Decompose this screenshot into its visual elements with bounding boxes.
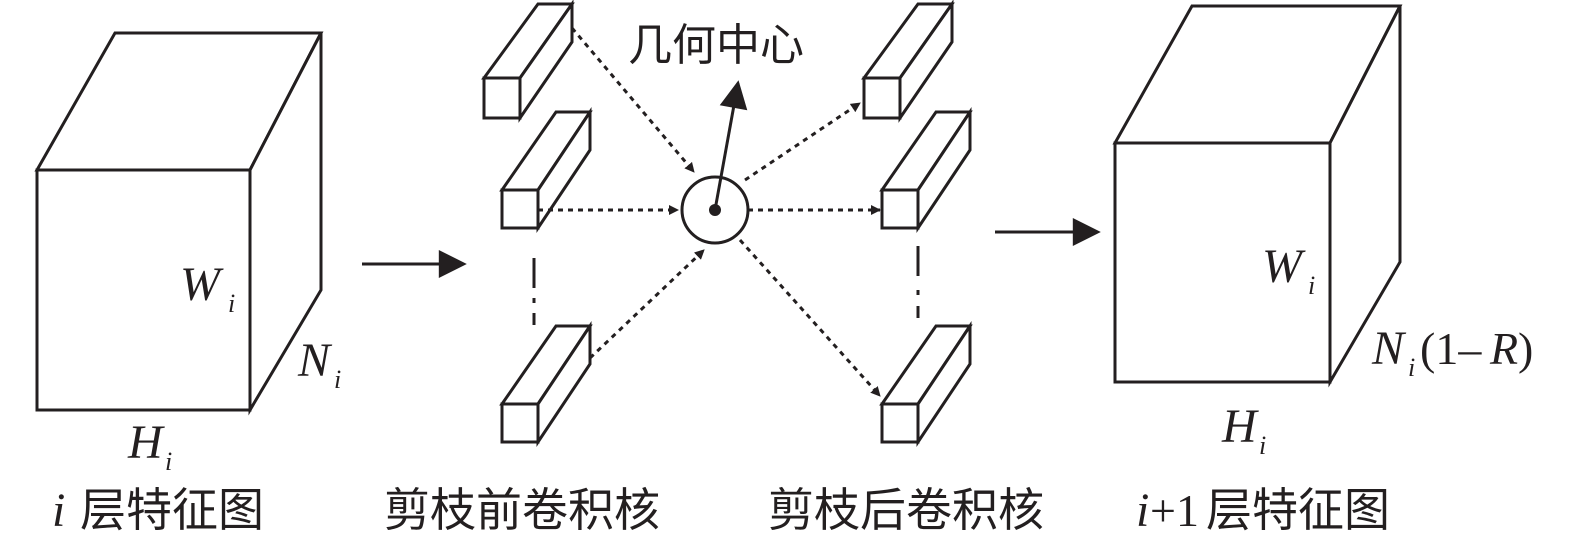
output-depth-label: N	[1371, 322, 1407, 375]
post-prune-kernel-bar	[879, 107, 973, 233]
input-feature-map-cube	[34, 31, 324, 416]
post-prune-kernel-bar	[861, 0, 955, 123]
output-height-subscript: i	[1259, 431, 1266, 460]
pre-prune-kernel-bar	[499, 321, 593, 447]
pre-prune-caption: 剪枝前卷积核	[384, 483, 660, 537]
output-caption-variable: i	[1136, 484, 1149, 537]
pre-prune-kernel-bar	[481, 0, 575, 123]
input-depth-label: N	[297, 334, 333, 387]
dotted-arrow-from-center	[744, 101, 861, 182]
input-height-label: H	[127, 416, 165, 469]
output-caption-plus: +1	[1150, 485, 1199, 536]
post-prune-kernel-bar	[879, 321, 973, 447]
output-caption-text: 层特征图	[1206, 483, 1390, 537]
output-depth-subscript: i	[1408, 353, 1415, 382]
post-prune-caption: 剪枝后卷积核	[768, 483, 1044, 537]
input-caption-variable: i	[52, 484, 65, 537]
input-width-subscript: i	[228, 289, 235, 318]
output-depth-ratio: R	[1489, 323, 1518, 374]
input-width-label: W	[180, 258, 224, 311]
dotted-arrow-to-center	[570, 27, 696, 173]
dotted-arrow-to-center	[588, 248, 706, 360]
dotted-arrow-from-center	[738, 238, 882, 398]
pre-prune-kernel-bar	[499, 107, 593, 233]
input-caption-text: 层特征图	[80, 483, 264, 537]
output-depth-suffix: (1–	[1420, 323, 1482, 374]
output-width-label: W	[1262, 240, 1306, 293]
center-pointer-arrow	[713, 80, 748, 211]
output-depth-close: )	[1518, 323, 1533, 374]
input-depth-subscript: i	[334, 365, 341, 394]
output-feature-map-cube	[1112, 4, 1403, 388]
input-height-subscript: i	[165, 447, 172, 476]
output-height-label: H	[1221, 400, 1259, 453]
output-width-subscript: i	[1308, 271, 1315, 300]
geometric-center-label: 几何中心	[628, 20, 804, 71]
